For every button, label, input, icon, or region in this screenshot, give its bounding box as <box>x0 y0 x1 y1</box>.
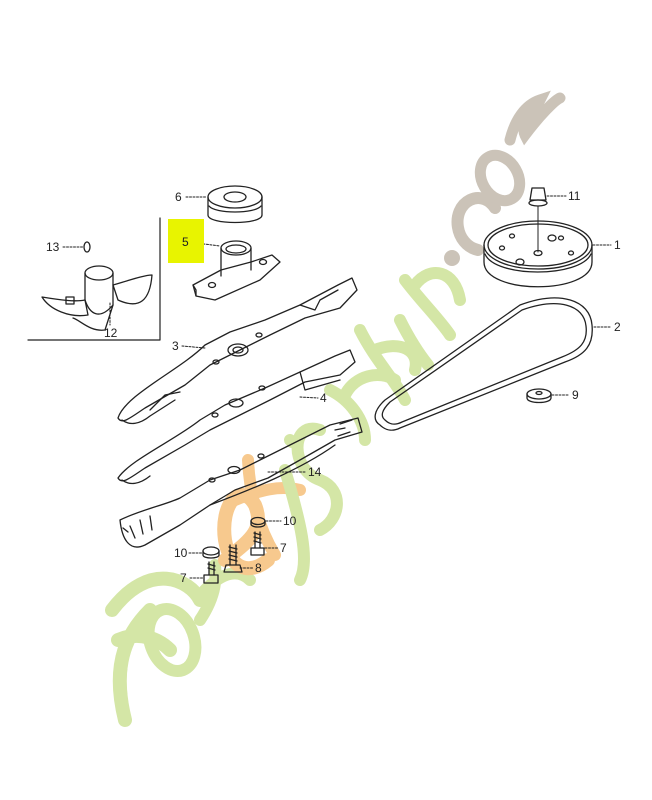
label-part-11[interactable]: 11 <box>568 189 581 203</box>
inset-frame <box>27 217 161 341</box>
label-part-1[interactable]: 1 <box>614 238 621 252</box>
blade-4 <box>117 349 356 485</box>
bolt-7-right <box>250 531 279 556</box>
label-part-2[interactable]: 2 <box>614 320 621 334</box>
blade-14 <box>119 417 363 548</box>
label-part-6[interactable]: 6 <box>175 190 182 204</box>
label-part-4[interactable]: 4 <box>320 391 327 405</box>
washer-10-upper <box>250 516 282 528</box>
bolt-8 <box>223 544 254 573</box>
label-part-13[interactable]: 13 <box>46 240 60 254</box>
washer-9 <box>526 388 570 404</box>
label-part-8[interactable]: 8 <box>255 561 262 575</box>
highlight-part-5 <box>168 219 204 263</box>
label-part-12[interactable]: 12 <box>104 326 118 340</box>
nut-11 <box>528 187 567 253</box>
label-part-10-lower[interactable]: 10 <box>174 546 188 560</box>
blade-holder-12 <box>41 265 153 331</box>
label-part-5[interactable]: 5 <box>182 235 189 249</box>
blade-3 <box>117 277 358 425</box>
pulley-6 <box>185 185 263 224</box>
label-part-9[interactable]: 9 <box>572 388 579 402</box>
belt-2 <box>374 297 612 431</box>
label-part-7-left[interactable]: 7 <box>180 571 187 585</box>
label-part-3[interactable]: 3 <box>172 339 179 353</box>
blade-holder-5 <box>192 240 281 301</box>
washer-10-lower <box>188 546 220 559</box>
pulley-1 <box>483 220 612 288</box>
label-part-10-upper[interactable]: 10 <box>283 514 297 528</box>
pin-13 <box>62 241 91 253</box>
label-part-7-right[interactable]: 7 <box>280 541 287 555</box>
bolt-7-left <box>189 561 219 584</box>
label-part-14[interactable]: 14 <box>308 465 322 479</box>
